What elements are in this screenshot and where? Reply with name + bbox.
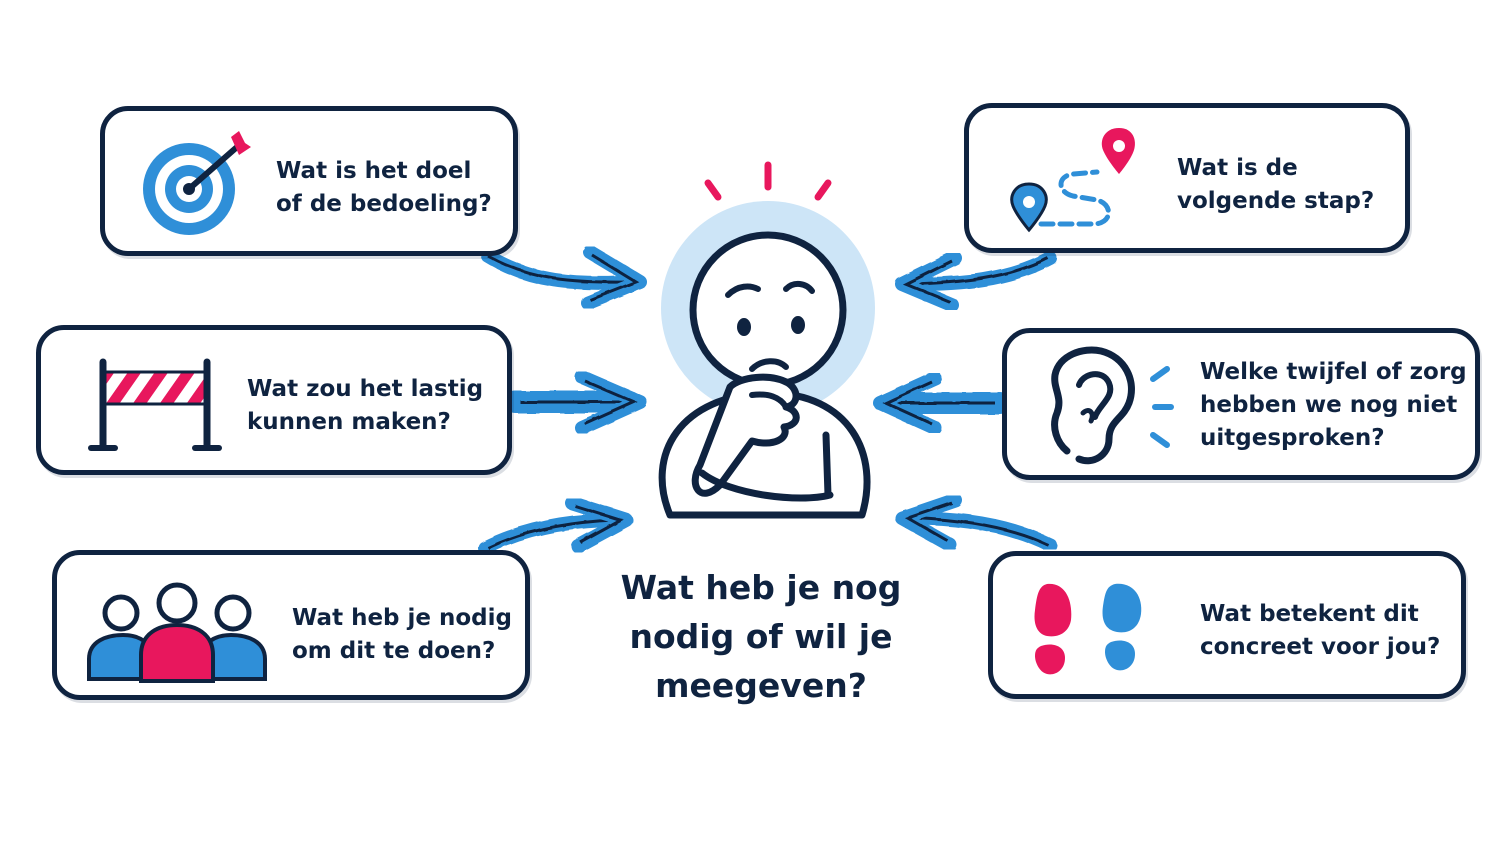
arrow-goal-to-center <box>481 245 647 310</box>
card-doubt-line-1: Welke twijfel of zorg <box>1200 359 1467 385</box>
card-doubt: Welke twijfel of zorg hebben we nog niet… <box>1002 328 1480 480</box>
card-obstacle: Wat zou het lastig kunnen maken? <box>36 325 512 475</box>
center-question: Wat heb je nog nodig of wil je meegeven? <box>600 563 922 710</box>
card-needs-line-2: om dit te doen? <box>292 638 496 664</box>
arrow-obstacle-to-center <box>504 370 647 435</box>
card-needs-label: Wat heb je nodig om dit te doen? <box>292 602 512 668</box>
card-doubt-line-3: uitgesproken? <box>1200 425 1385 451</box>
arrow-concrete-to-center <box>895 493 1057 552</box>
card-concrete-line-1: Wat betekent dit <box>1200 601 1419 627</box>
ear-icon <box>1043 346 1178 467</box>
card-goal-line-1: Wat is het doel <box>276 158 472 184</box>
card-next-step-label: Wat is de volgende stap? <box>1177 152 1374 218</box>
people-group-icon <box>87 582 267 685</box>
center-question-line-3: meegeven? <box>655 666 867 705</box>
card-needs-line-1: Wat heb je nodig <box>292 605 512 631</box>
center-question-line-2: nodig of wil je <box>629 617 893 656</box>
barrier-icon <box>87 354 222 454</box>
card-goal-line-2: of de bedoeling? <box>276 191 492 217</box>
card-next-step-line-2: volgende stap? <box>1177 188 1375 214</box>
arrow-needs-to-center <box>478 496 633 555</box>
card-obstacle-line-2: kunnen maken? <box>247 409 451 435</box>
card-concrete-line-2: concreet voor jou? <box>1200 634 1441 660</box>
card-doubt-line-2: hebben we nog niet <box>1200 392 1458 418</box>
card-goal-label: Wat is het doel of de bedoeling? <box>276 155 492 221</box>
card-concrete: Wat betekent dit concreet voor jou? <box>988 551 1466 699</box>
thinking-person-icon <box>640 155 880 525</box>
card-doubt-label: Welke twijfel of zorg hebben we nog niet… <box>1200 356 1467 455</box>
arrow-next-step-to-center <box>895 251 1057 312</box>
card-next-step: Wat is de volgende stap? <box>964 103 1410 253</box>
card-next-step-line-1: Wat is de <box>1177 155 1298 181</box>
card-obstacle-label: Wat zou het lastig kunnen maken? <box>247 373 483 439</box>
arrow-doubt-to-center <box>873 371 1011 435</box>
route-pins-icon <box>1009 124 1135 239</box>
target-icon <box>141 131 251 241</box>
card-needs: Wat heb je nodig om dit te doen? <box>52 550 530 700</box>
card-goal: Wat is het doel of de bedoeling? <box>100 106 518 256</box>
card-obstacle-line-1: Wat zou het lastig <box>247 376 484 402</box>
card-concrete-label: Wat betekent dit concreet voor jou? <box>1200 598 1440 664</box>
footprints-icon <box>1031 580 1151 680</box>
center-question-line-1: Wat heb je nog <box>620 568 902 607</box>
